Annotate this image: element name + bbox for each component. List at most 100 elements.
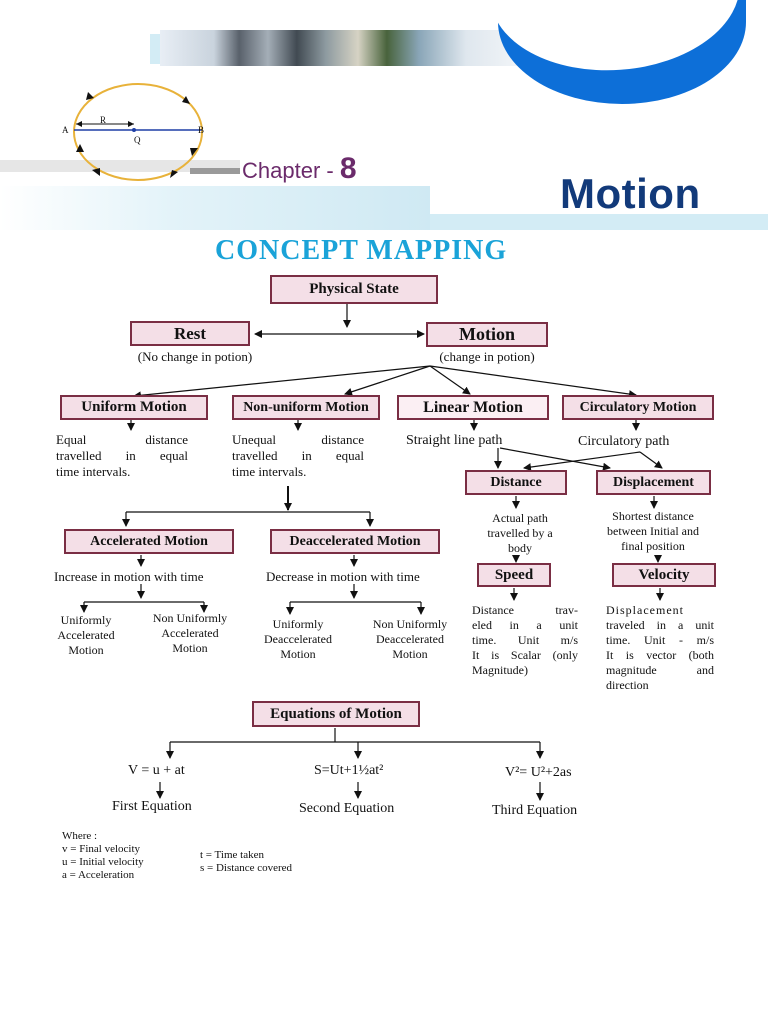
nuam-line: Non Uniformly [152, 611, 228, 625]
distance-desc-line: Actual path [492, 511, 548, 525]
velocity-desc-line: time. Unit - m/s [606, 633, 714, 647]
distance-desc-line: body [508, 541, 532, 555]
orbit-label-b: B [198, 125, 205, 135]
legend-right: t = Time taken s = Distance covered [200, 849, 292, 875]
orbit-ellipse [73, 83, 203, 181]
nonuniform-desc-line: time intervals. [232, 464, 307, 479]
rest-note: (No change in potion) [137, 349, 253, 364]
nonuniform-desc-line: Unequal distance [232, 432, 364, 447]
header-stripe-right [430, 214, 768, 230]
udm-line: Deaccelerated [264, 632, 332, 646]
legend-item: a = Acceleration [62, 869, 135, 881]
uam-line: Uniformly [60, 613, 112, 627]
circulatory-motion-box: Circulatory Motion [562, 395, 714, 420]
motion-note: (change in potion) [439, 349, 535, 364]
rest-box: Rest [130, 321, 250, 346]
non-uniformly-accelerated: Non Uniformly Accelerated Motion [138, 611, 242, 656]
equations-of-motion-box: Equations of Motion [252, 701, 420, 727]
legend-item: v = Final velocity [62, 843, 140, 855]
nudm-line: Deaccelerated [376, 632, 444, 646]
nonuniform-desc: Unequal distance travelled in equal time… [232, 432, 364, 480]
speed-box: Speed [477, 563, 551, 587]
legend-item: s = Distance covered [200, 862, 293, 874]
concept-mapping-heading: CONCEPT MAPPING [215, 235, 508, 266]
equation-3: V²= U²+2as [505, 765, 572, 780]
velocity-desc-line: direction [606, 678, 649, 692]
legend-left: v = Final velocity u = Initial velocity … [62, 843, 144, 882]
speed-desc: Distance trav- eled in a unit time. Unit… [472, 603, 578, 678]
linear-desc: Straight line path [406, 433, 503, 448]
displacement-desc: Shortest distance between Initial and fi… [586, 509, 720, 554]
velocity-desc-line: It is vector (both [606, 648, 714, 662]
equation-1-label: First Equation [112, 799, 192, 814]
nonuniform-desc-line: travelled in equal [232, 448, 364, 463]
speed-desc-line: It is Scalar (only [472, 648, 578, 662]
displacement-desc-line: between Initial and [607, 524, 699, 538]
equation-1: V = u + at [128, 763, 185, 778]
chapter-underline [190, 168, 240, 174]
velocity-desc-line: magnitude and [606, 663, 714, 677]
distance-desc-line: travelled by a [487, 526, 553, 540]
distance-box: Distance [465, 470, 567, 495]
uniform-desc-line: time intervals. [56, 464, 131, 479]
udm-line: Uniformly [272, 617, 324, 631]
accelerated-motion-box: Accelerated Motion [64, 529, 234, 554]
chapter-label: Chapter - 8 [242, 152, 357, 186]
displacement-box: Displacement [596, 470, 711, 495]
uniform-desc-line: Equal distance [56, 432, 188, 447]
line-straight-displacement [499, 447, 611, 471]
nudm-line: Non Uniformly [372, 617, 448, 631]
circulatory-desc: Circulatory path [578, 434, 670, 449]
page-title: Motion [560, 170, 701, 217]
speed-desc-line: time. Unit m/s [472, 633, 578, 647]
deaccelerated-desc: Decrease in motion with time [266, 569, 420, 584]
banner-photo [160, 30, 520, 66]
orbit-label-q: Q [134, 135, 141, 145]
uniform-motion-box: Uniform Motion [60, 395, 208, 420]
nudm-line: Motion [392, 647, 428, 661]
equation-3-label: Third Equation [492, 803, 578, 818]
nuam-line: Accelerated [161, 626, 219, 640]
velocity-desc: Displacement traveled in a unit time. Un… [606, 603, 714, 693]
displacement-desc-line: Shortest distance [612, 509, 694, 523]
equation-2-label: Second Equation [299, 801, 395, 816]
line-motion-linear [429, 365, 471, 395]
uam-line: Accelerated [57, 628, 115, 642]
speed-desc-line: Distance trav- [472, 603, 578, 617]
line-circ-displacement [639, 451, 663, 469]
uniformly-accelerated: Uniformly Accelerated Motion [40, 613, 132, 658]
speed-desc-line: Magnitude) [472, 663, 528, 677]
legend-where: Where : [62, 830, 98, 842]
orbit-figure [73, 83, 203, 181]
uniform-desc-line: travelled in equal [56, 448, 188, 463]
nuam-line: Motion [172, 641, 208, 655]
velocity-box: Velocity [612, 563, 716, 587]
line-circ-distance [523, 451, 641, 472]
orbit-label-a: A [62, 125, 69, 135]
deaccelerated-motion-box: Deaccelerated Motion [270, 529, 440, 554]
non-uniformly-deaccelerated: Non Uniformly Deaccelerated Motion [358, 617, 462, 662]
udm-line: Motion [280, 647, 316, 661]
uam-line: Motion [68, 643, 104, 657]
chapter-text: Chapter - [242, 158, 340, 183]
chapter-number: 8 [339, 152, 357, 185]
line-motion-circulatory [429, 365, 637, 398]
distance-desc: Actual path travelled by a body [470, 511, 570, 556]
uniform-desc: Equal distance travelled in equal time i… [56, 432, 188, 480]
physical-state-box: Physical State [270, 275, 438, 304]
velocity-desc-line: traveled in a unit [606, 618, 714, 632]
orbit-label-r: R [100, 115, 107, 125]
uniformly-deaccelerated: Uniformly Deaccelerated Motion [248, 617, 348, 662]
nonuniform-motion-box: Non-uniform Motion [232, 395, 380, 420]
motion-box: Motion [426, 322, 548, 347]
line-motion-nonuniform [344, 365, 431, 396]
velocity-desc-line: Displacement [606, 603, 684, 617]
accelerated-desc: Increase in motion with time [54, 569, 204, 584]
speed-desc-line: eled in a unit [472, 618, 578, 632]
linear-motion-box: Linear Motion [397, 395, 549, 420]
header-stripe-band [0, 186, 430, 230]
line-motion-uniform [133, 365, 431, 400]
equation-2: S=Ut+1½at² [314, 763, 384, 778]
legend-item: t = Time taken [200, 849, 264, 861]
